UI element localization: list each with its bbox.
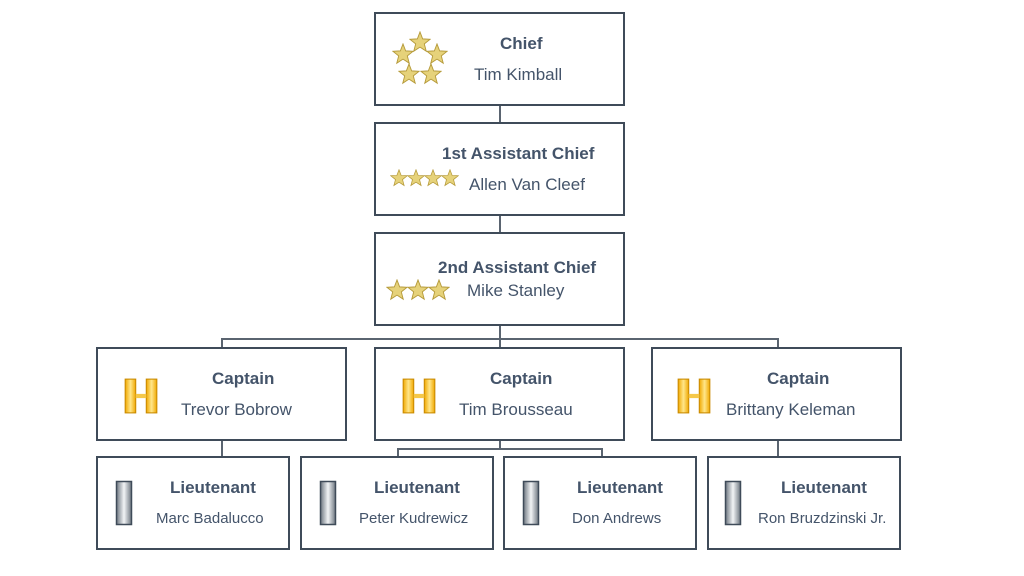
lieutenant-bar-icon — [724, 480, 742, 526]
captain-title: Captain — [490, 369, 553, 388]
captain-box: Captain Trevor Bobrow — [96, 347, 347, 441]
chief-name: Tim Kimball — [474, 65, 563, 84]
lieutenant-title: Lieutenant — [781, 478, 867, 497]
captain-name: Tim Brousseau — [459, 400, 573, 419]
lieutenant-title: Lieutenant — [170, 478, 256, 497]
connector-lieutenant-2 — [397, 448, 399, 458]
captain-name: Brittany Keleman — [726, 400, 856, 419]
lieutenant-name: Marc Badalucco — [156, 510, 264, 527]
captain-title: Captain — [767, 369, 830, 388]
second-assistant-chief-name: Mike Stanley — [467, 281, 565, 300]
connector-captain-3 — [777, 338, 779, 349]
lieutenant-box: Lieutenant Don Andrews — [503, 456, 697, 550]
captain-bars-icon — [675, 377, 713, 415]
lieutenant-box: Lieutenant Peter Kudrewicz — [300, 456, 494, 550]
captain-bars-icon — [122, 377, 160, 415]
captain-box: Captain Brittany Keleman — [651, 347, 902, 441]
connector-captain-2 — [499, 338, 501, 349]
connector-second-captains — [499, 324, 501, 339]
lieutenant-name: Don Andrews — [572, 510, 662, 527]
lieutenant-title: Lieutenant — [577, 478, 663, 497]
lieutenant-bar-icon — [115, 480, 133, 526]
connector-lieutenant-3 — [601, 448, 603, 458]
lieutenant-box: Lieutenant Ron Bruzdzinski Jr. — [707, 456, 901, 550]
connector-first-second — [499, 214, 501, 234]
second-assistant-chief-box: 2nd Assistant Chief Mike Stanley — [374, 232, 625, 326]
lieutenant-name: Peter Kudrewicz — [359, 510, 469, 527]
connector-chief-first — [499, 104, 501, 124]
first-assistant-chief-title: 1st Assistant Chief — [442, 144, 595, 163]
captain-title: Captain — [212, 369, 275, 388]
connector-lieutenant-4 — [777, 439, 779, 458]
first-assistant-chief-name: Allen Van Cleef — [469, 175, 585, 194]
second-assistant-chief-title: 2nd Assistant Chief — [438, 258, 597, 277]
connector-lieutenant-bus — [397, 448, 603, 450]
connector-captain-1 — [221, 338, 223, 349]
lieutenant-bar-icon — [319, 480, 337, 526]
captain-box: Captain Tim Brousseau — [374, 347, 625, 441]
connector-lieutenant-1 — [221, 439, 223, 458]
lieutenant-bar-icon — [522, 480, 540, 526]
four-star-icon — [390, 169, 460, 187]
connector-captain-2-down — [499, 439, 501, 449]
chief-title: Chief — [500, 34, 543, 53]
chief-box: Chief Tim Kimball — [374, 12, 625, 106]
lieutenant-box: Lieutenant Marc Badalucco — [96, 456, 290, 550]
lieutenant-title: Lieutenant — [374, 478, 460, 497]
captain-name: Trevor Bobrow — [181, 400, 292, 419]
five-star-icon — [390, 30, 450, 90]
captain-bars-icon — [400, 377, 438, 415]
lieutenant-name: Ron Bruzdzinski Jr. — [758, 510, 887, 527]
three-star-icon — [386, 279, 452, 301]
first-assistant-chief-box: 1st Assistant Chief Allen Van Cleef — [374, 122, 625, 216]
